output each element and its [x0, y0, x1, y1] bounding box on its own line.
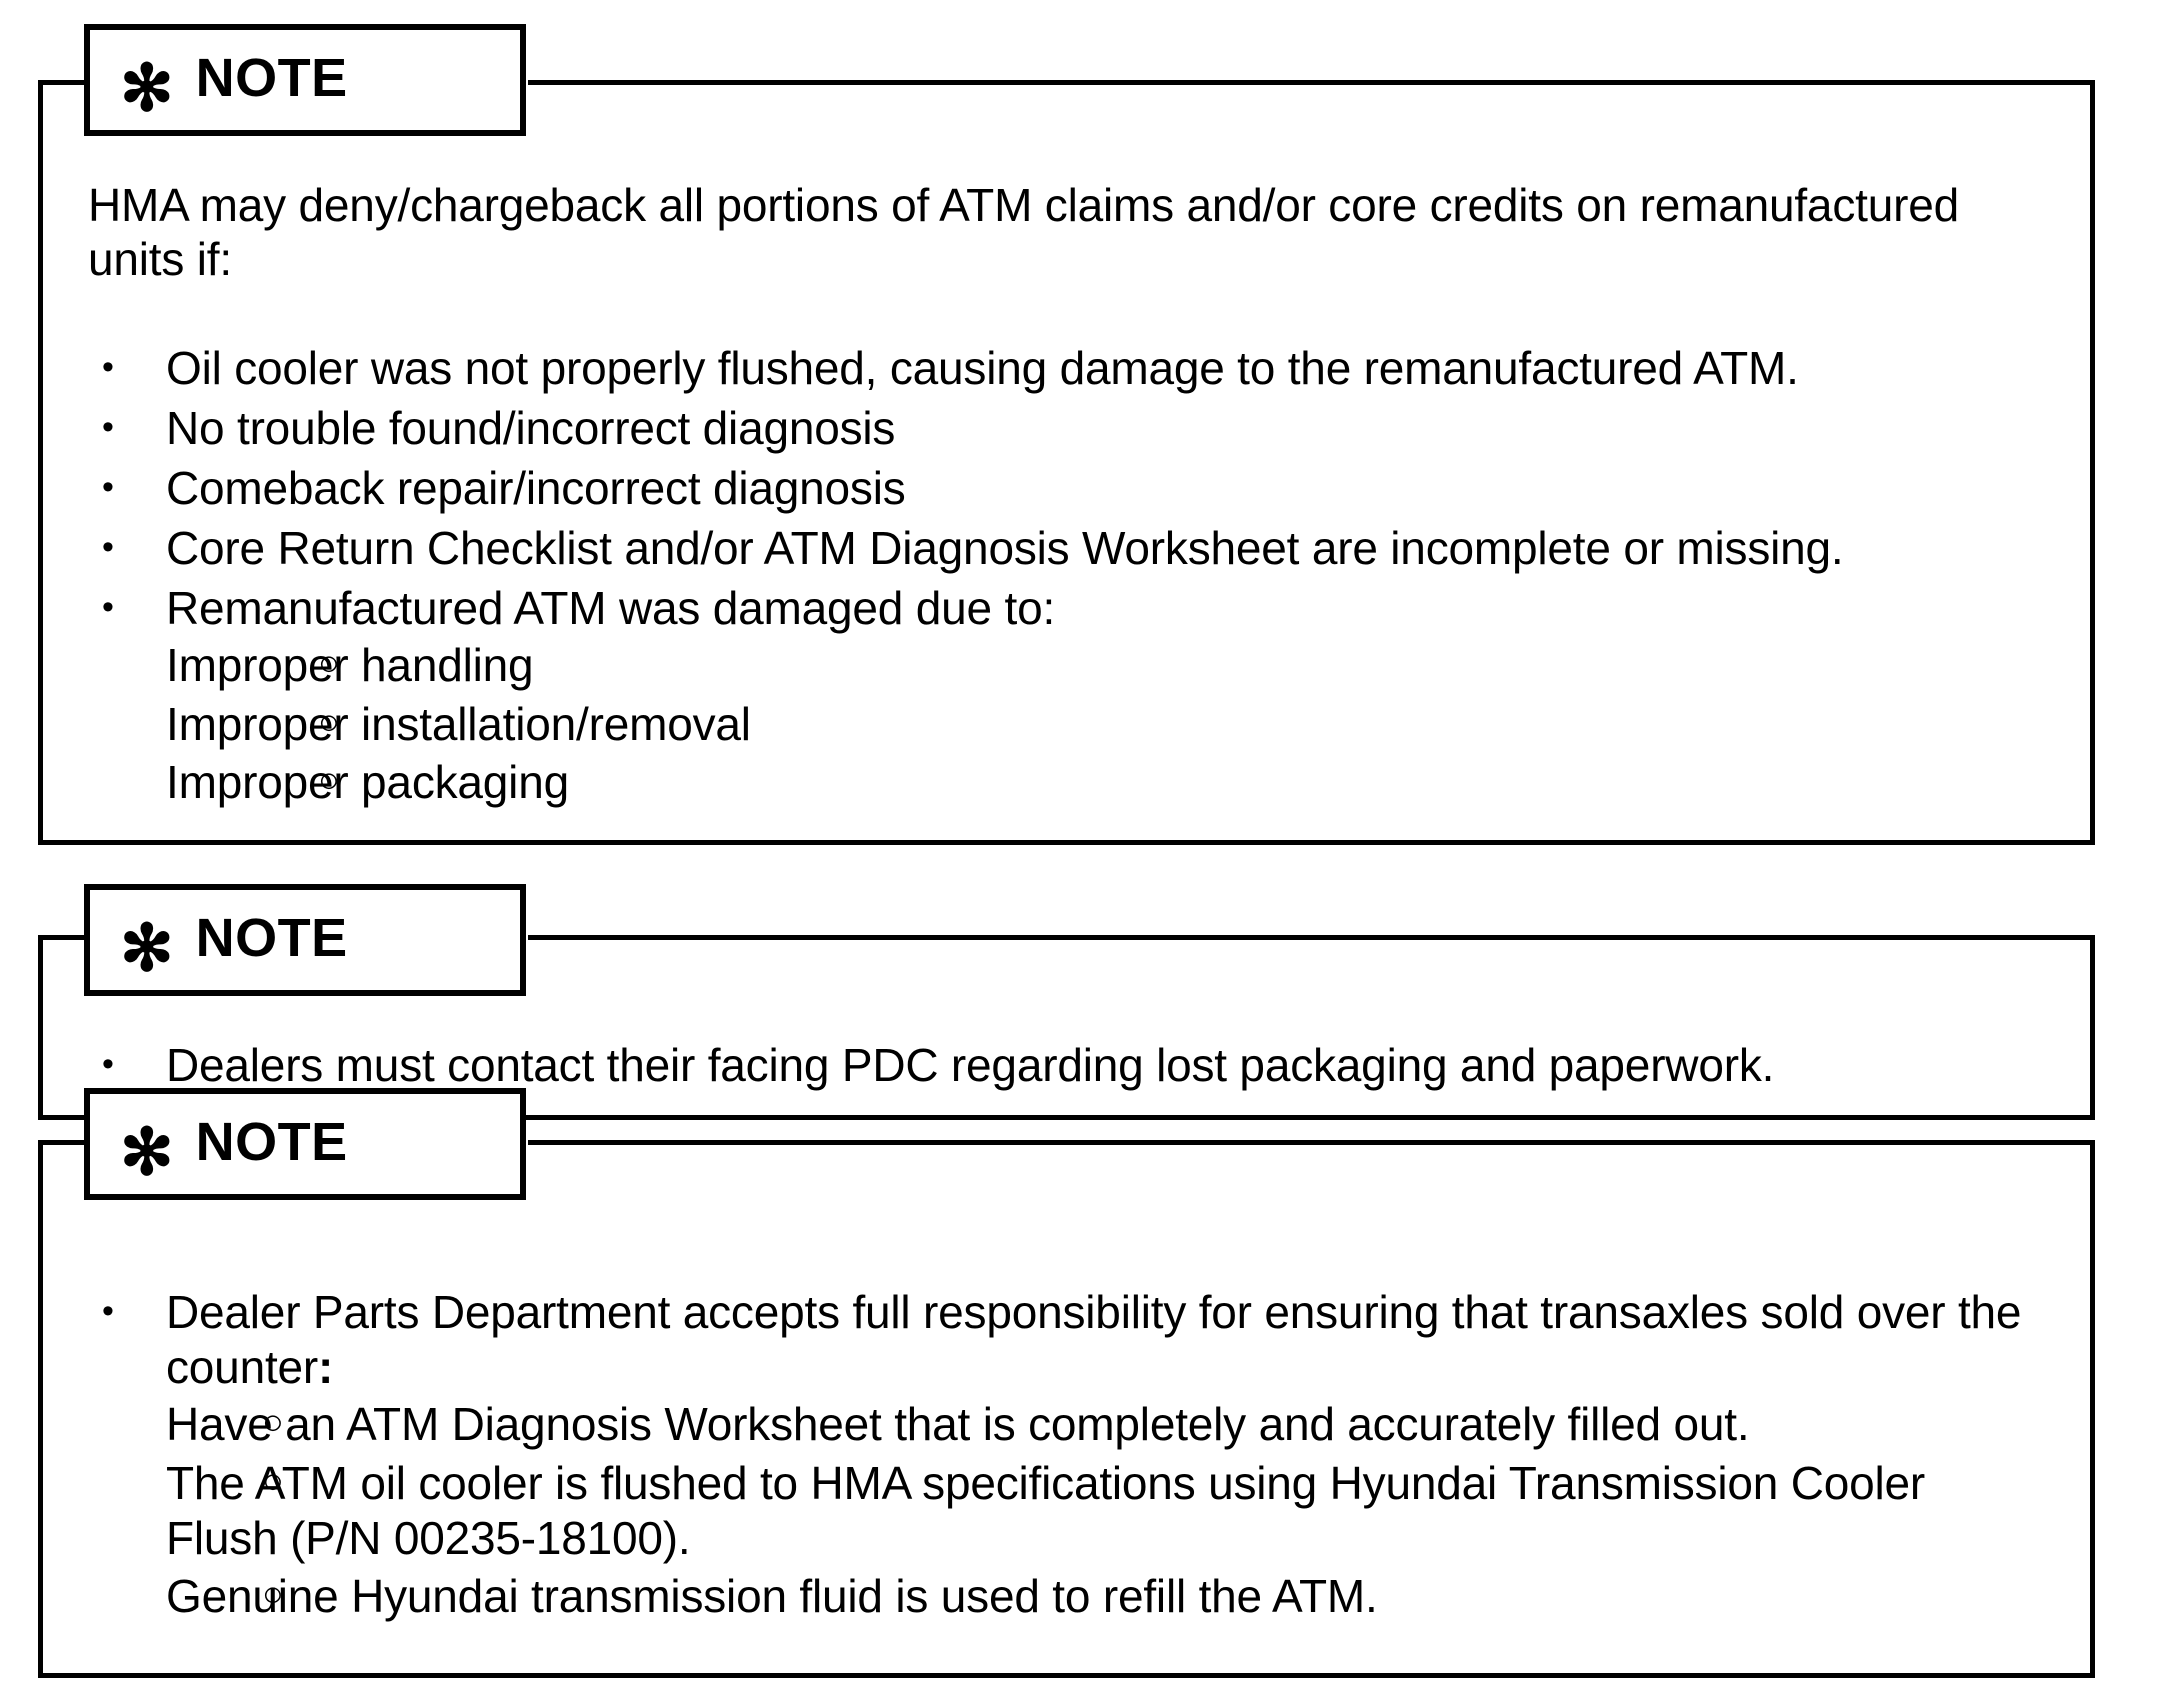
list-item: • Remanufactured ATM was damaged due to:… [88, 581, 2048, 810]
list-item: • Comeback repair/incorrect diagnosis [88, 461, 2048, 516]
bullet-marker-icon: • [102, 1045, 114, 1083]
list-item-text-emphasis: : [318, 1341, 334, 1394]
list-item-text: Improper installation/removal [166, 697, 751, 750]
list-item: • Dealer Parts Department accepts full r… [88, 1285, 2048, 1624]
list-item-text: Dealer Parts Department accepts full res… [166, 1286, 2022, 1394]
note-body-2: • Dealers must contact their facing PDC … [88, 1038, 2048, 1098]
note-tab-3: ✻ NOTE [84, 1088, 526, 1200]
list-item: ○ Genuine Hyundai transmission fluid is … [166, 1569, 2048, 1624]
star-icon: ✻ [120, 1115, 174, 1188]
sub-bullet-marker-icon: ○ [318, 700, 340, 742]
list-item-text: Genuine Hyundai transmission fluid is us… [166, 1569, 1378, 1622]
star-icon: ✻ [120, 51, 174, 124]
list-item-text: Improper packaging [166, 755, 569, 808]
note-sub-bullet-list-3: ○ Have an ATM Diagnosis Worksheet that i… [166, 1397, 2048, 1624]
list-item: ○ The ATM oil cooler is flushed to HMA s… [166, 1456, 2048, 1566]
note-tab-2: ✻ NOTE [84, 884, 526, 996]
note-body-1: HMA may deny/chargeback all portions of … [88, 178, 2048, 815]
list-item-text: Have an ATM Diagnosis Worksheet that is … [166, 1398, 1750, 1451]
list-item-text: Dealers must contact their facing PDC re… [166, 1039, 1775, 1091]
star-icon: ✻ [120, 911, 174, 984]
note-panel-1 [38, 80, 2095, 845]
list-item: ○ Improper packaging [166, 755, 2048, 810]
note-sub-bullet-list-1: ○ Improper handling ○ Improper installat… [166, 638, 2048, 810]
bullet-marker-icon: • [102, 467, 114, 506]
note-bullet-list-1: • Oil cooler was not properly flushed, c… [88, 341, 2048, 811]
bullet-marker-icon: • [102, 1292, 114, 1330]
bullet-marker-icon: • [102, 528, 114, 567]
note-intro-paragraph: HMA may deny/chargeback all portions of … [88, 179, 1959, 286]
list-item-text: Improper handling [166, 639, 534, 692]
list-item: ○ Have an ATM Diagnosis Worksheet that i… [166, 1397, 2048, 1452]
list-item: • No trouble found/incorrect diagnosis [88, 401, 2048, 456]
list-item-text: Core Return Checklist and/or ATM Diagnos… [166, 522, 1844, 575]
sub-bullet-marker-icon: ○ [318, 642, 340, 684]
list-item-text: Oil cooler was not properly flushed, cau… [166, 341, 1799, 394]
list-item: • Core Return Checklist and/or ATM Diagn… [88, 521, 2048, 576]
list-item: • Oil cooler was not properly flushed, c… [88, 341, 2048, 396]
list-item-text: The ATM oil cooler is flushed to HMA spe… [166, 1456, 1926, 1564]
note-body-3: • Dealer Parts Department accepts full r… [88, 1285, 2048, 1629]
note-tab-label: NOTE [195, 1112, 348, 1172]
bullet-marker-icon: • [102, 347, 114, 386]
sub-bullet-marker-icon: ○ [318, 758, 340, 800]
sub-bullet-marker-icon: ○ [262, 1459, 284, 1501]
list-item: • Dealers must contact their facing PDC … [88, 1038, 2048, 1093]
list-item-text: Remanufactured ATM was damaged due to: [166, 582, 1056, 635]
note-tab-1: ✻ NOTE [84, 24, 526, 136]
note-bullet-list-3: • Dealer Parts Department accepts full r… [88, 1285, 2048, 1624]
bullet-marker-icon: • [102, 588, 114, 627]
sub-bullet-marker-icon: ○ [262, 1401, 284, 1443]
sub-bullet-marker-icon: ○ [262, 1572, 284, 1614]
list-item: ○ Improper installation/removal [166, 697, 2048, 752]
note-bullet-list-2: • Dealers must contact their facing PDC … [88, 1038, 2048, 1093]
bullet-marker-icon: • [102, 407, 114, 446]
note-tab-label: NOTE [195, 48, 348, 108]
list-item: ○ Improper handling [166, 638, 2048, 693]
list-item-text: No trouble found/incorrect diagnosis [166, 401, 896, 454]
list-item-text: Comeback repair/incorrect diagnosis [166, 461, 906, 514]
note-tab-label: NOTE [195, 908, 348, 968]
note-panel-3 [38, 1140, 2095, 1678]
